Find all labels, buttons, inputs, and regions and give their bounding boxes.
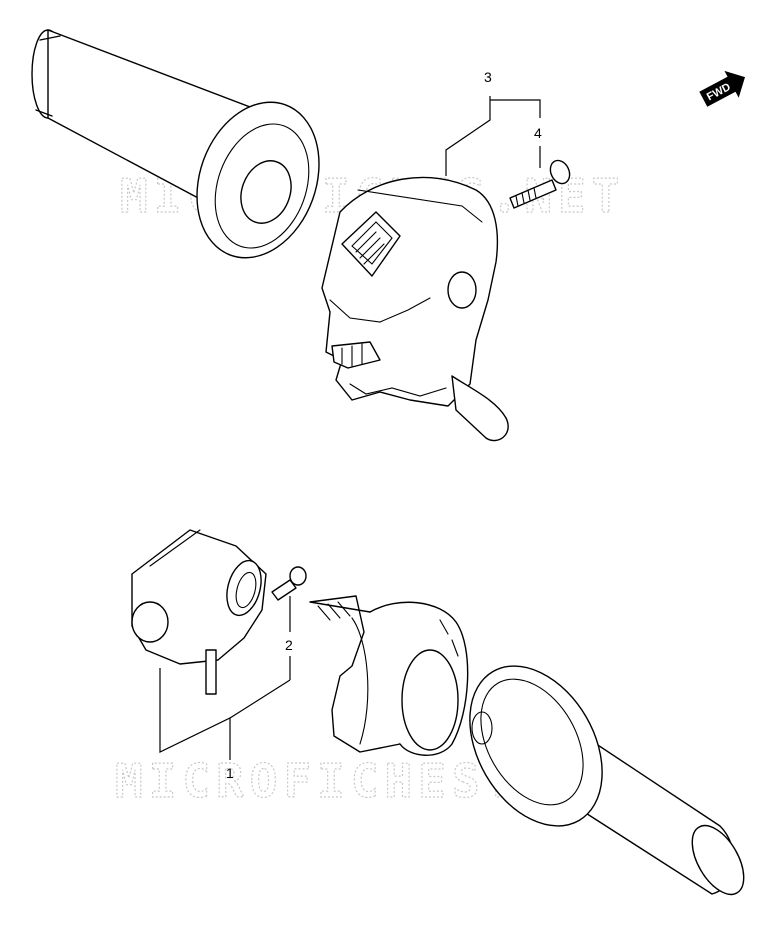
callout-2: 2	[285, 637, 293, 653]
leader-line-4	[490, 99, 541, 118]
leader-line-1	[159, 668, 231, 760]
callout-1: 1	[226, 765, 234, 781]
right-handlebar-grip	[469, 665, 745, 896]
throttle-housing	[309, 595, 469, 756]
callout-4: 4	[534, 125, 542, 141]
screw-part-4	[509, 159, 571, 209]
left-handlebar-grip	[31, 29, 320, 259]
left-handlebar-switch	[321, 176, 509, 442]
callout-3: 3	[484, 69, 492, 85]
leader-line-3	[445, 96, 491, 176]
screw-part-2	[271, 566, 307, 601]
fwd-arrow-icon: FWD	[699, 70, 745, 107]
leader-line-1b	[229, 679, 291, 719]
right-switch-housing	[131, 529, 267, 695]
